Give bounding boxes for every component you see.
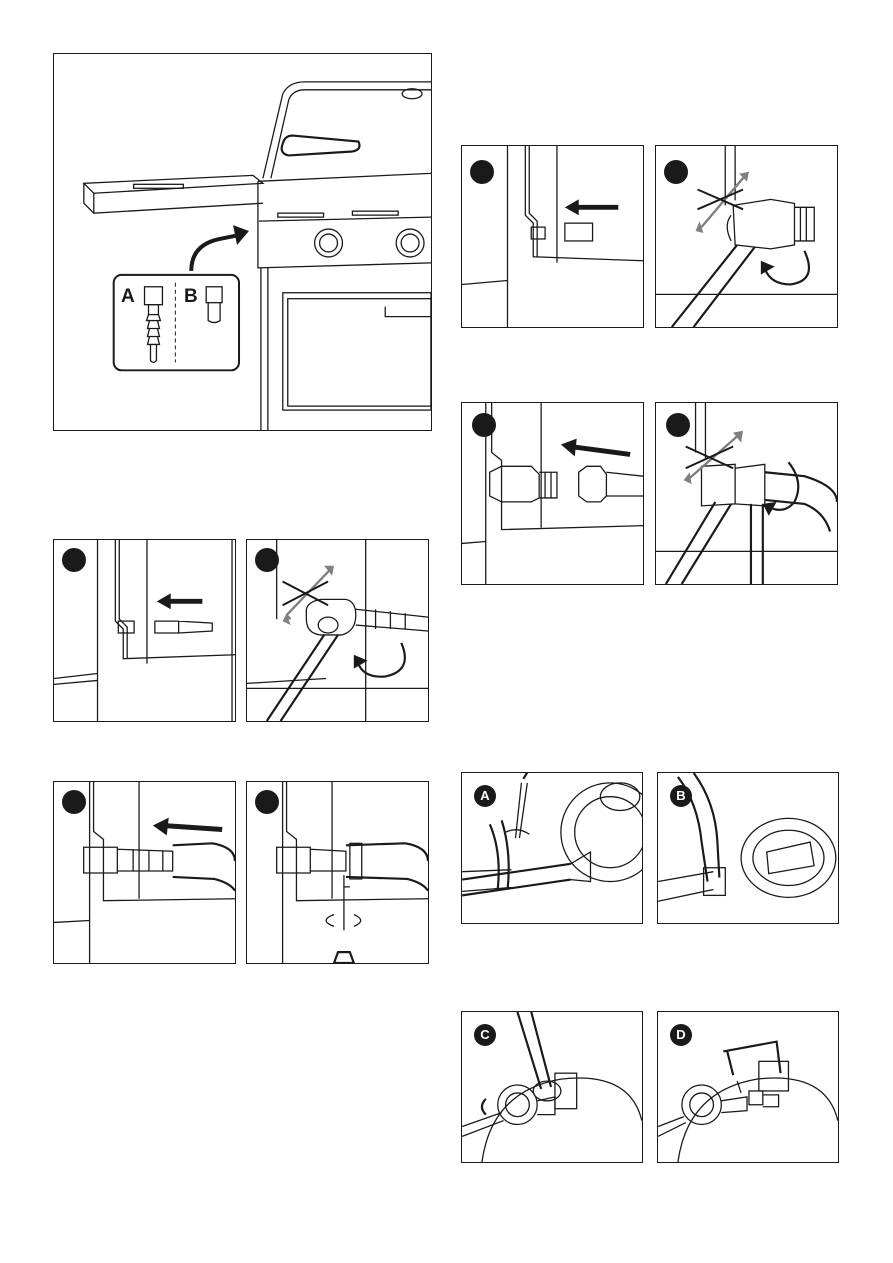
step-letter-b: B [670,785,692,807]
step-marker [470,160,494,184]
step-letter-d: D [670,1024,692,1046]
step-marker [255,790,279,814]
left-step1-panel [53,539,236,722]
right-step2-panel [655,145,838,328]
step-marker [666,413,690,437]
step-letter-a: A [474,785,496,807]
step-marker [62,790,86,814]
right-step3-panel [461,402,644,585]
left-step3-panel [53,781,236,964]
grill-illustration [54,54,431,430]
regulator-panel-a: A [461,772,643,924]
regulator-panel-c: C [461,1011,643,1163]
overview-panel: A B [53,53,432,431]
step-marker [664,160,688,184]
fitting-b-label: B [184,286,198,308]
fitting-a-label: A [121,286,135,308]
regulator-panel-b: B [657,772,839,924]
step-marker [255,548,279,572]
step-marker [62,548,86,572]
regulator-panel-d: D [657,1011,839,1163]
step-marker [472,413,496,437]
right-step4-panel [655,402,838,585]
left-step2-panel [246,539,429,722]
step-letter-c: C [474,1024,496,1046]
right-step1-panel [461,145,644,328]
left-step4-panel [246,781,429,964]
